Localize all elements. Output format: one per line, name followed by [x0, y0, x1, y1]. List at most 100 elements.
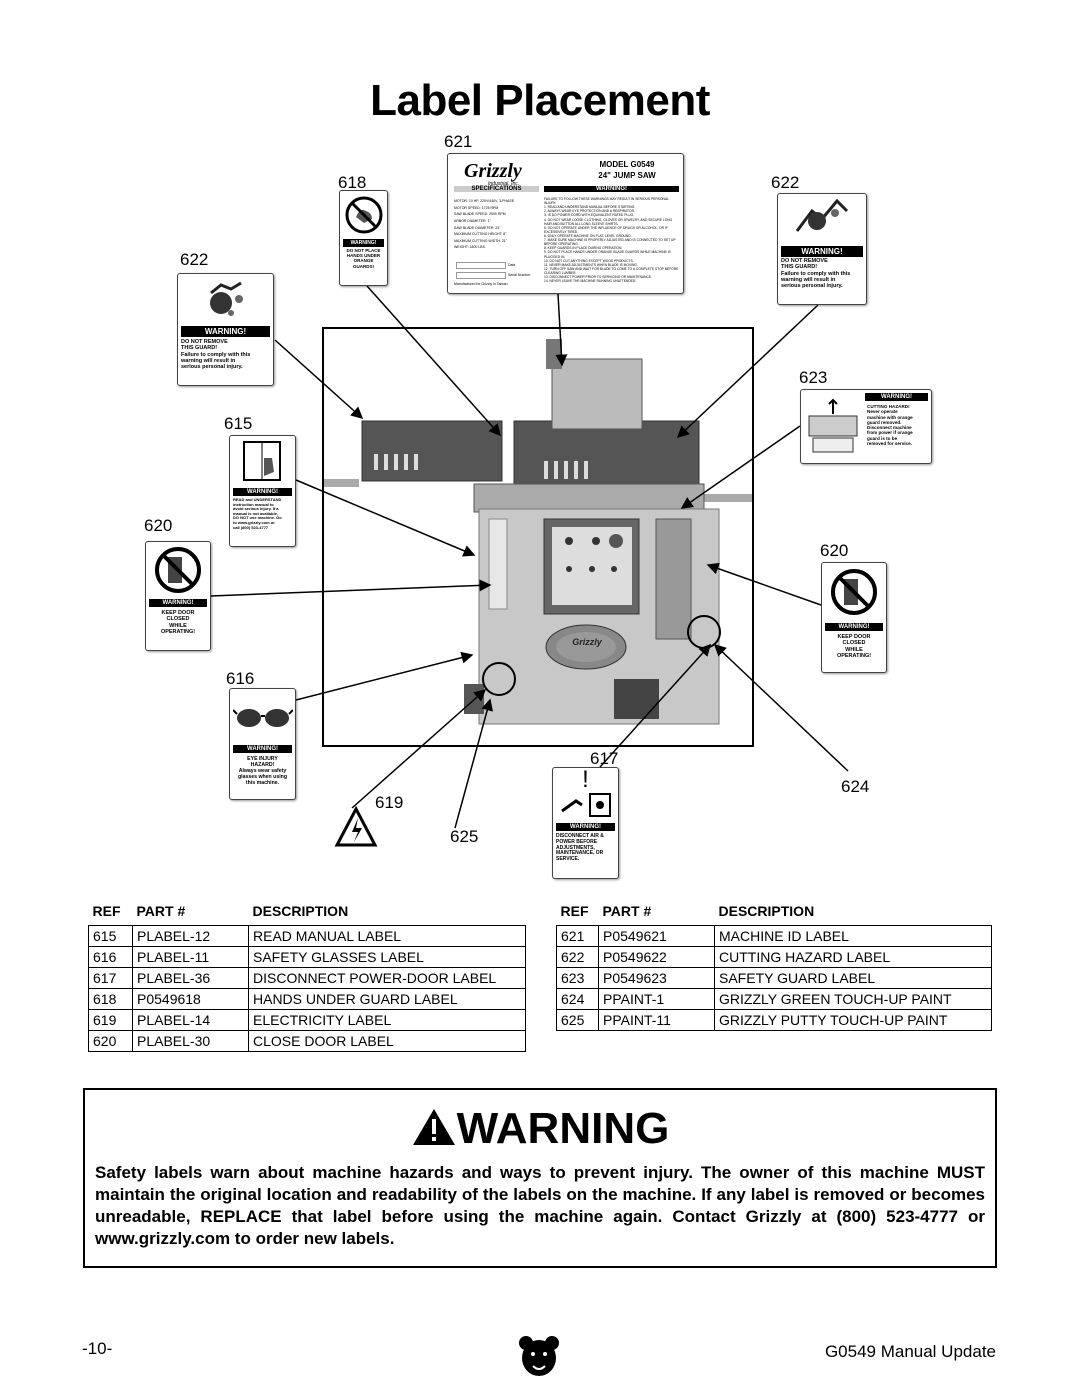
label-617-text: DISCONNECT AIR & POWER BEFORE ADJUSTMENT… [556, 833, 604, 862]
manufactured-text: Manufactured for Grizzly in Taiwan [454, 282, 508, 286]
label-616-text: EYE INJURY HAZARD! Always wear safety gl… [237, 756, 287, 786]
part-cell: PPAINT-1 [598, 988, 715, 1010]
grizzly-logo: Grizzly [464, 160, 522, 182]
label-618-hands-under-guard: WARNING! DO NOT PLACE HANDS UNDER ORANGE… [339, 190, 388, 286]
serial-label: Serial Number [508, 273, 531, 277]
rules-text: FAILURE TO FOLLOW THESE WARNINGS MAY RES… [544, 197, 679, 284]
callout-621: 621 [444, 132, 473, 151]
label-622-right-text: DO NOT REMOVE THIS GUARD! Failure to com… [781, 258, 851, 290]
label-615-read-manual: WARNING! READ and UNDERSTAND instruction… [229, 435, 296, 547]
label-620-left-header: WARNING! [149, 599, 207, 607]
model-text: MODEL G0549 [599, 160, 655, 169]
label-617-disconnect-power: ! WARNING! DISCONNECT AIR & POWER BEFORE… [552, 767, 619, 879]
jump-saw-illustration [324, 339, 752, 725]
ref-cell: 618 [88, 988, 133, 1010]
label-615-header: WARNING! [233, 488, 292, 496]
ref-cell: 622 [556, 946, 599, 968]
page-title: Label Placement [370, 76, 710, 125]
part-cell: PPAINT-11 [598, 1009, 715, 1031]
ref-cell: 617 [88, 967, 133, 989]
electricity-hazard-icon [334, 805, 378, 847]
col-desc: DESCRIPTION [718, 903, 815, 919]
warning-heading: WARNING [85, 1104, 995, 1154]
part-cell: PLABEL-12 [132, 925, 249, 947]
no-hands-icon [345, 196, 382, 234]
ref-cell: 620 [88, 1030, 133, 1052]
desc-cell: CLOSE DOOR LABEL [248, 1030, 526, 1052]
ref-cell: 623 [556, 967, 599, 989]
part-cell: P0549621 [598, 925, 715, 947]
callout-624: 624 [841, 777, 870, 796]
part-cell: PLABEL-11 [132, 946, 249, 968]
desc-cell: MACHINE ID LABEL [714, 925, 992, 947]
page-number: -10- [82, 1339, 113, 1358]
cutting-blade-icon [795, 198, 849, 232]
part-cell: P0549618 [132, 988, 249, 1010]
machine-photo: Grizzly [322, 327, 754, 747]
label-618-header: WARNING! [343, 239, 384, 247]
cutting-blade-icon [209, 281, 243, 316]
table-header-row: REF PART # DESCRIPTION [557, 903, 992, 926]
ref-cell: 621 [556, 925, 599, 947]
warning-box: WARNING Safety labels warn about machine… [83, 1088, 997, 1268]
desc-cell: READ MANUAL LABEL [248, 925, 526, 947]
safety-glasses-icon [232, 709, 293, 727]
label-622-left-text: DO NOT REMOVE THIS GUARD! Failure to com… [181, 339, 251, 371]
no-open-door-icon [155, 547, 201, 593]
ref-cell: 624 [556, 988, 599, 1010]
label-618-text: DO NOT PLACE HANDS UNDER ORANGE GUARDS! [346, 248, 381, 269]
desc-cell: SAFETY GUARD LABEL [714, 967, 992, 989]
col-part: PART # [136, 903, 186, 919]
serial-field [456, 272, 506, 279]
desc-cell: GRIZZLY PUTTY TOUCH-UP PAINT [714, 1009, 992, 1031]
part-cell: P0549623 [598, 967, 715, 989]
ref-cell: 616 [88, 946, 133, 968]
date-label: Date [508, 263, 516, 267]
desc-cell: GRIZZLY GREEN TOUCH-UP PAINT [714, 988, 992, 1010]
label-623-header: WARNING! [865, 393, 928, 401]
col-ref: REF [92, 903, 121, 919]
machine-plate: Grizzly [572, 637, 602, 647]
ref-cell: 619 [88, 1009, 133, 1031]
label-616-safety-glasses: WARNING! EYE INJURY HAZARD! Always wear … [229, 688, 296, 800]
manual-book-icon [242, 441, 281, 481]
label-617-header: WARNING! [556, 823, 615, 831]
date-field [456, 262, 506, 269]
desc-cell: CUTTING HAZARD LABEL [714, 946, 992, 968]
desc-cell: ELECTRICITY LABEL [248, 1009, 526, 1031]
callout-618: 618 [338, 173, 367, 192]
label-620-left-text: KEEP DOOR CLOSED WHILE OPERATING! [160, 610, 196, 635]
callout-623: 623 [799, 368, 828, 387]
plug-outlet-icon [560, 793, 611, 817]
label-615-text: READ and UNDERSTAND instruction manual t… [233, 497, 282, 530]
desc-cell: DISCONNECT POWER-DOOR LABEL [248, 967, 526, 989]
warning-heading-text: WARNING [456, 1104, 670, 1153]
col-ref: REF [560, 903, 589, 919]
label-623-text: CUTTING HAZARD! Never operate machine wi… [867, 404, 913, 446]
callout-619: 619 [375, 793, 404, 812]
label-619-electricity [334, 805, 378, 848]
warning-header: WARNING! [544, 186, 679, 192]
machine-id-label: Grizzly Industrial, Inc. MODEL G0549 24"… [447, 153, 684, 294]
bear-logo-icon [516, 1333, 562, 1379]
col-desc: DESCRIPTION [252, 903, 349, 919]
desc-cell: SAFETY GLASSES LABEL [248, 946, 526, 968]
callout-625: 625 [450, 827, 479, 846]
callout-620-right: 620 [820, 541, 849, 560]
label-622-right-header: WARNING! [781, 246, 863, 257]
label-620-right-close-door: WARNING! KEEP DOOR CLOSED WHILE OPERATIN… [821, 562, 887, 673]
specs-header: SPECIFICATIONS [454, 186, 539, 192]
doc-title: G0549 Manual Update [824, 1342, 996, 1361]
col-part: PART # [602, 903, 652, 919]
